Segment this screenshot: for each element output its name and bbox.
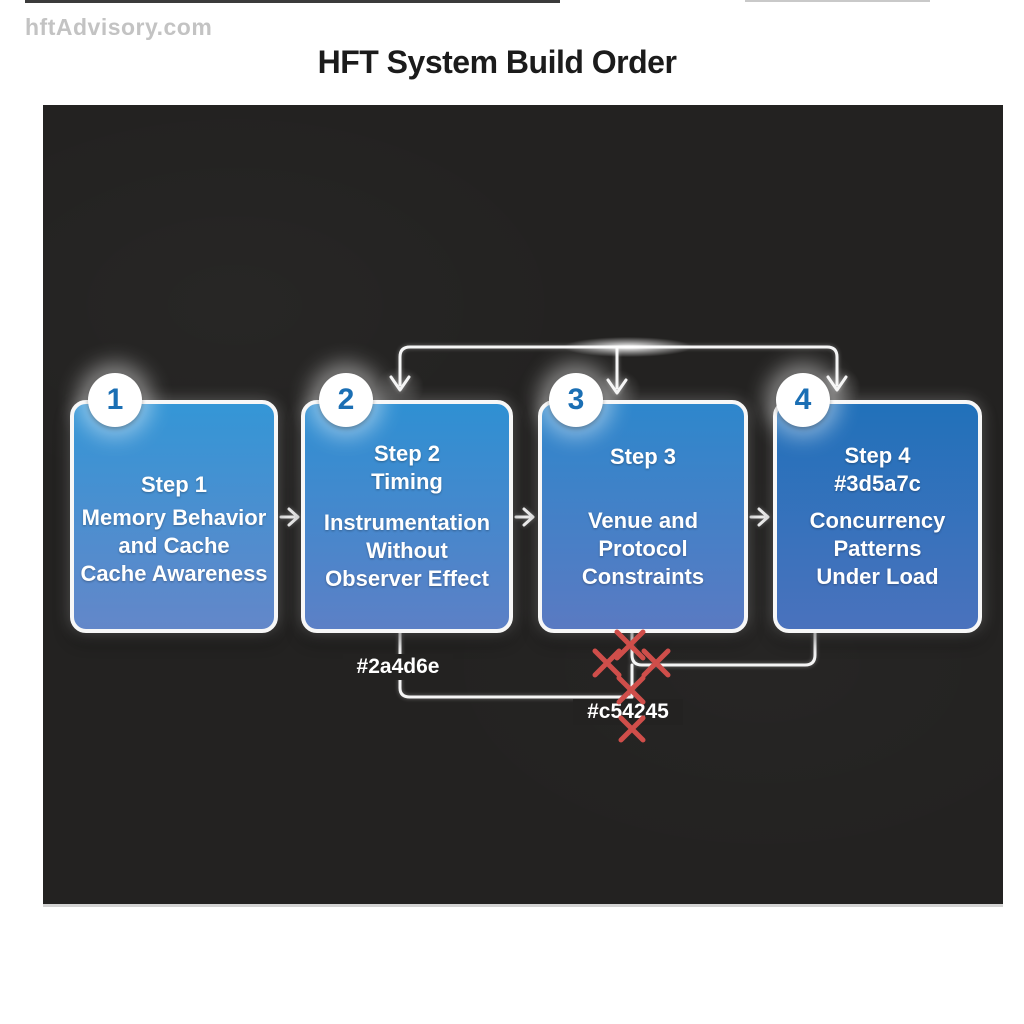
step-header-line: Timing bbox=[371, 469, 443, 494]
edge-label-2a4d6e: #2a4d6e bbox=[343, 654, 453, 680]
step-box-4: Step 4 #3d5a7c Concurrency Patterns Unde… bbox=[773, 400, 982, 633]
x-mark-icon bbox=[592, 648, 622, 678]
blocked-x-marks-layer bbox=[592, 629, 671, 743]
x-mark-icon bbox=[614, 629, 646, 661]
step-body-line: Concurrency bbox=[809, 508, 946, 533]
arrowhead-step1-to-step2 bbox=[287, 507, 300, 527]
step-header-line: Step 4 bbox=[844, 443, 911, 468]
x-mark-icon bbox=[616, 675, 646, 705]
step-box-2: Step 2 Timing Instrumentation Without Ob… bbox=[301, 400, 513, 633]
step-body-line: Constraints bbox=[581, 563, 705, 589]
step-header-line: Step 2 bbox=[373, 441, 440, 466]
step-number-badge-2: 2 bbox=[319, 373, 373, 427]
step-box-3-content: Step 3 Venue and Protocol Constraints bbox=[542, 443, 744, 591]
step-header-line: Step 1 bbox=[140, 472, 207, 497]
step-body: Memory Behavior and Cache Cache Awarenes… bbox=[80, 504, 267, 588]
step-body-line: Venue and Protocol bbox=[587, 507, 699, 561]
step-box-4-content: Step 4 #3d5a7c Concurrency Patterns Unde… bbox=[810, 442, 946, 591]
step-number-badge-4: 4 bbox=[776, 373, 830, 427]
step-header: Step 2 Timing bbox=[371, 440, 443, 496]
badge-number: 3 bbox=[567, 383, 585, 416]
arrowhead-into-step4-top bbox=[826, 375, 848, 392]
step-body: Concurrency Patterns Under Load bbox=[810, 507, 946, 591]
top-edge-artifact bbox=[745, 0, 930, 2]
step-header-line: #3d5a7c bbox=[834, 471, 921, 496]
step-header: Step 3 bbox=[610, 443, 676, 471]
top-edge-artifact bbox=[25, 0, 560, 3]
arrowhead-step2-to-step3 bbox=[522, 507, 535, 527]
step-body: Venue and Protocol Constraints bbox=[542, 507, 744, 591]
step-body-line: and Cache bbox=[118, 533, 230, 558]
badge-number: 1 bbox=[106, 383, 124, 416]
diagram-panel: Step 1 Memory Behavior and Cache Cache A… bbox=[43, 105, 1003, 904]
step-body-line: Memory Behavior bbox=[81, 505, 267, 530]
step-box-1-content: Step 1 Memory Behavior and Cache Cache A… bbox=[80, 471, 267, 588]
step-header: Step 1 bbox=[141, 471, 207, 499]
edge-label-c54245: #c54245 bbox=[573, 699, 683, 725]
arrowhead-into-step2-top bbox=[389, 375, 411, 392]
arrowhead-step3-to-step4 bbox=[757, 507, 770, 527]
page-title: HFT System Build Order bbox=[317, 44, 677, 80]
step-box-1: Step 1 Memory Behavior and Cache Cache A… bbox=[70, 400, 278, 633]
step-body-line: Observer Effect bbox=[325, 566, 489, 591]
badge-number: 2 bbox=[337, 383, 355, 416]
step-body-line: Patterns bbox=[833, 536, 922, 561]
step-number-badge-1: 1 bbox=[88, 373, 142, 427]
step-box-3: Step 3 Venue and Protocol Constraints bbox=[538, 400, 748, 633]
step-body-line: Without bbox=[366, 538, 448, 563]
step-body: Instrumentation Without Observer Effect bbox=[324, 509, 490, 593]
x-mark-icon bbox=[641, 648, 671, 678]
badge-number: 4 bbox=[794, 383, 812, 416]
step-header-line: Step 3 bbox=[609, 443, 677, 469]
step3-step4-bottom-loop bbox=[630, 631, 817, 667]
step-header: Step 4 #3d5a7c bbox=[834, 442, 921, 498]
x-mark-icon bbox=[618, 715, 646, 743]
step-body-line: Cache Awareness bbox=[80, 561, 268, 586]
line-glow-flare bbox=[538, 333, 718, 361]
step-body-line: Under Load bbox=[816, 564, 939, 589]
step2-bottom-branch bbox=[398, 631, 633, 699]
step-number-badge-3: 3 bbox=[549, 373, 603, 427]
arrowhead-into-step3-top bbox=[606, 378, 628, 395]
watermark-text: hftAdvisory.com bbox=[25, 14, 213, 40]
step-body-line: Instrumentation bbox=[323, 510, 491, 535]
step-box-2-content: Step 2 Timing Instrumentation Without Ob… bbox=[324, 440, 490, 593]
